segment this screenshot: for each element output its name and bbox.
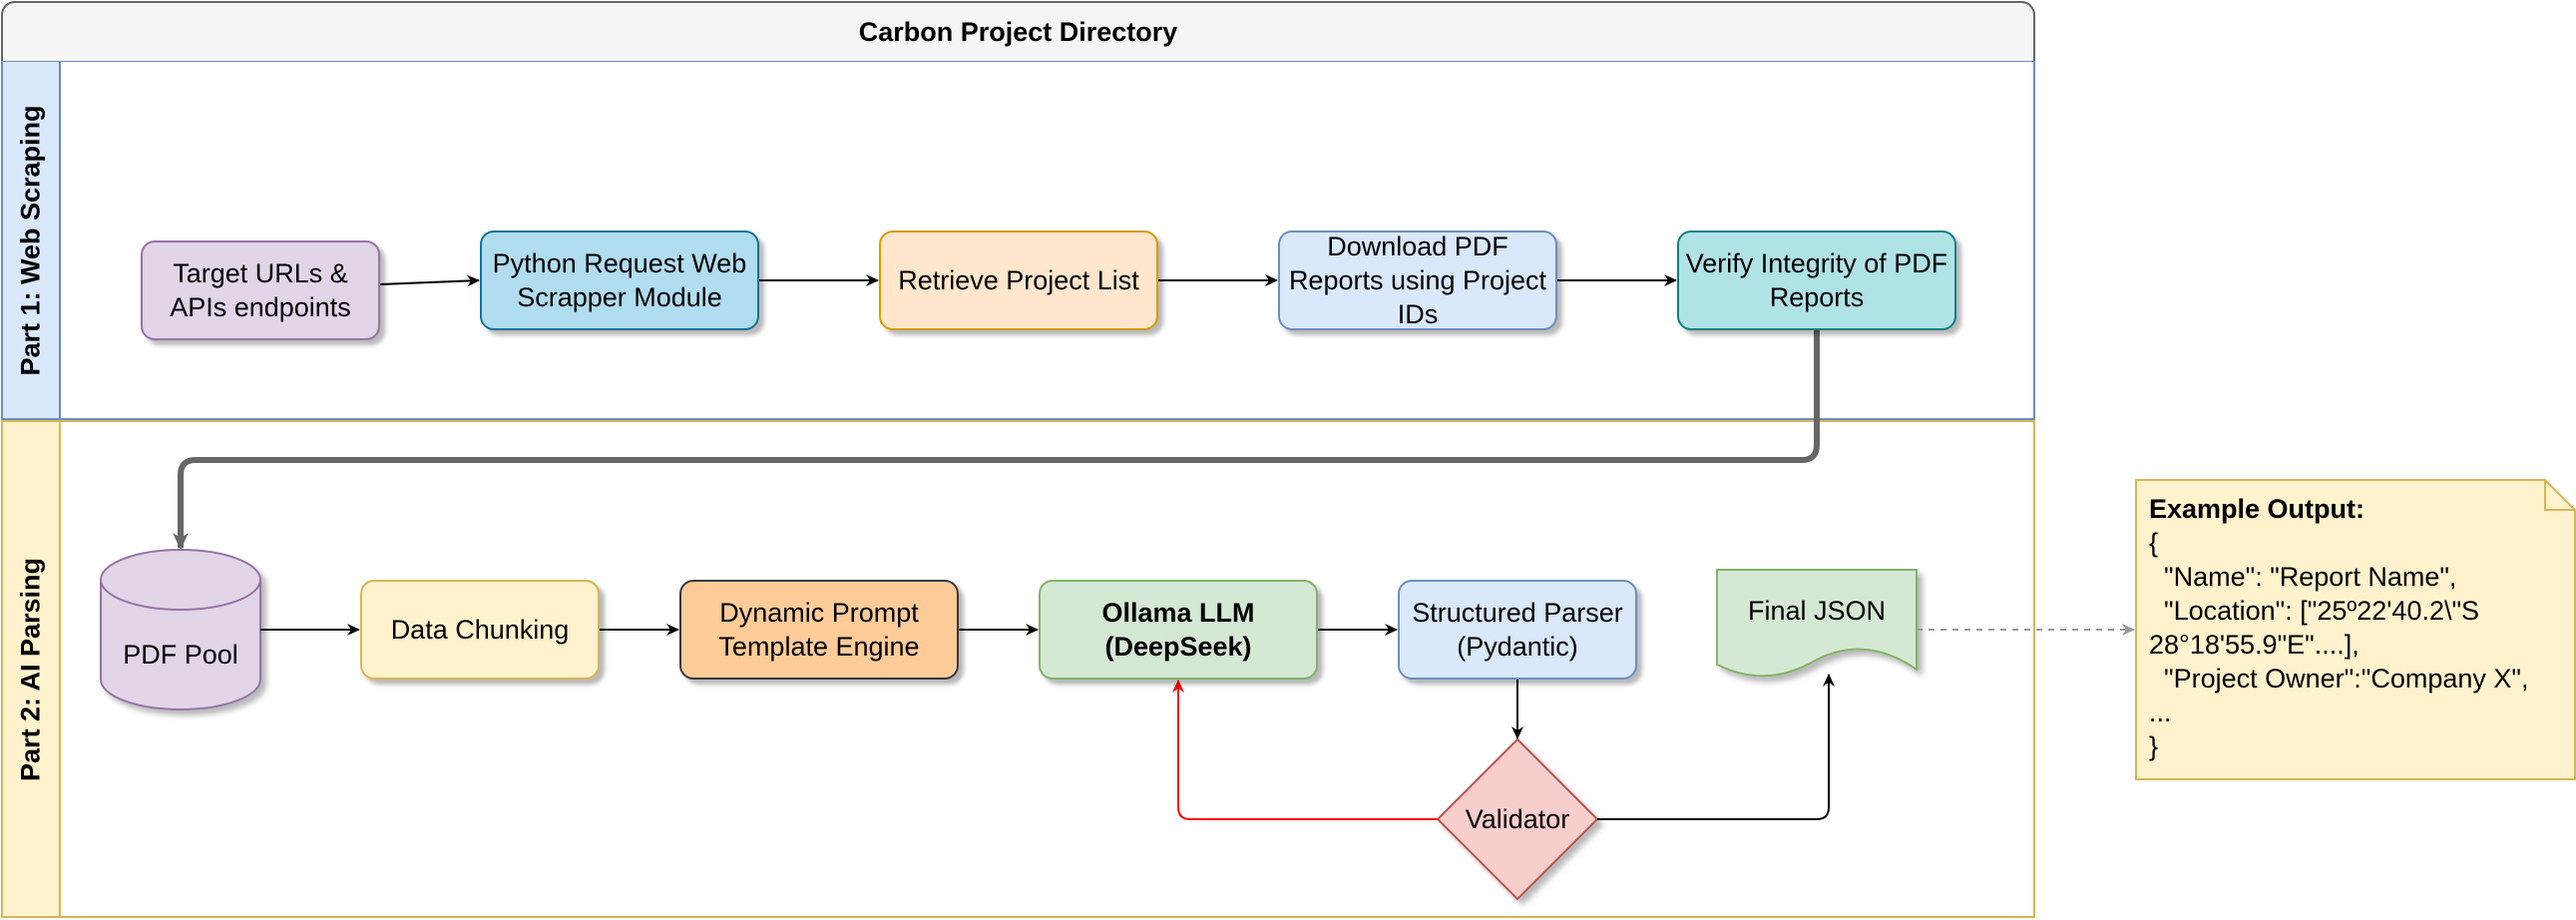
example-output-text: Example Output: { "Name": "Report Name",…: [2135, 478, 2554, 777]
node-download-pdf-reports: Download PDF Reports using Project IDs: [1278, 230, 1557, 330]
edge-validator-to-ollama-retry: [1172, 680, 1438, 820]
note-line: "Location": ["25º22'40.2\"S: [2149, 596, 2480, 626]
node-target-urls: Target URLs & APIs endpoints: [141, 240, 380, 340]
edge-target-to-python: [379, 274, 480, 287]
node-data-chunking: Data Chunking: [360, 580, 600, 680]
node-ollama-llm: Ollama LLM (DeepSeek): [1039, 580, 1318, 680]
node-retrieve-project-list: Retrieve Project List: [879, 230, 1158, 330]
edge-verify-to-pdf-pool: [173, 330, 1820, 550]
example-output-note: [2135, 479, 2576, 780]
note-line: "Name": "Report Name",: [2149, 562, 2457, 592]
node-verify-integrity: Verify Integrity of PDF Reports: [1677, 230, 1956, 330]
pdf-pool-cylinder: [100, 549, 261, 710]
node-dynamic-prompt-engine: Dynamic Prompt Template Engine: [679, 580, 959, 680]
final-json-label: Final JSON: [1747, 595, 1887, 626]
pool-title: Carbon Project Directory: [1, 1, 2035, 61]
lane-ai-parsing-header: Part 2: AI Parsing: [1, 420, 61, 918]
final-json-document: [1716, 569, 1918, 678]
edge-validator-to-final-json: [1597, 674, 1835, 820]
note-line: {: [2149, 528, 2159, 558]
node-python-scrapper: Python Request Web Scrapper Module: [480, 230, 759, 330]
note-line: }: [2149, 731, 2159, 761]
pdf-pool-label: PDF Pool: [123, 639, 238, 670]
lane-web-scraping-header: Part 1: Web Scraping: [1, 60, 61, 420]
note-title: Example Output:: [2149, 494, 2365, 524]
validator-diamond: [1436, 737, 1599, 901]
note-line: ...: [2149, 697, 2172, 727]
validator-label: Validator: [1465, 803, 1570, 834]
node-structured-parser: Structured Parser (Pydantic): [1398, 580, 1637, 680]
note-line: 28°18'55.9"E"....],: [2149, 630, 2360, 660]
note-line: "Project Owner":"Company X",: [2149, 664, 2529, 693]
